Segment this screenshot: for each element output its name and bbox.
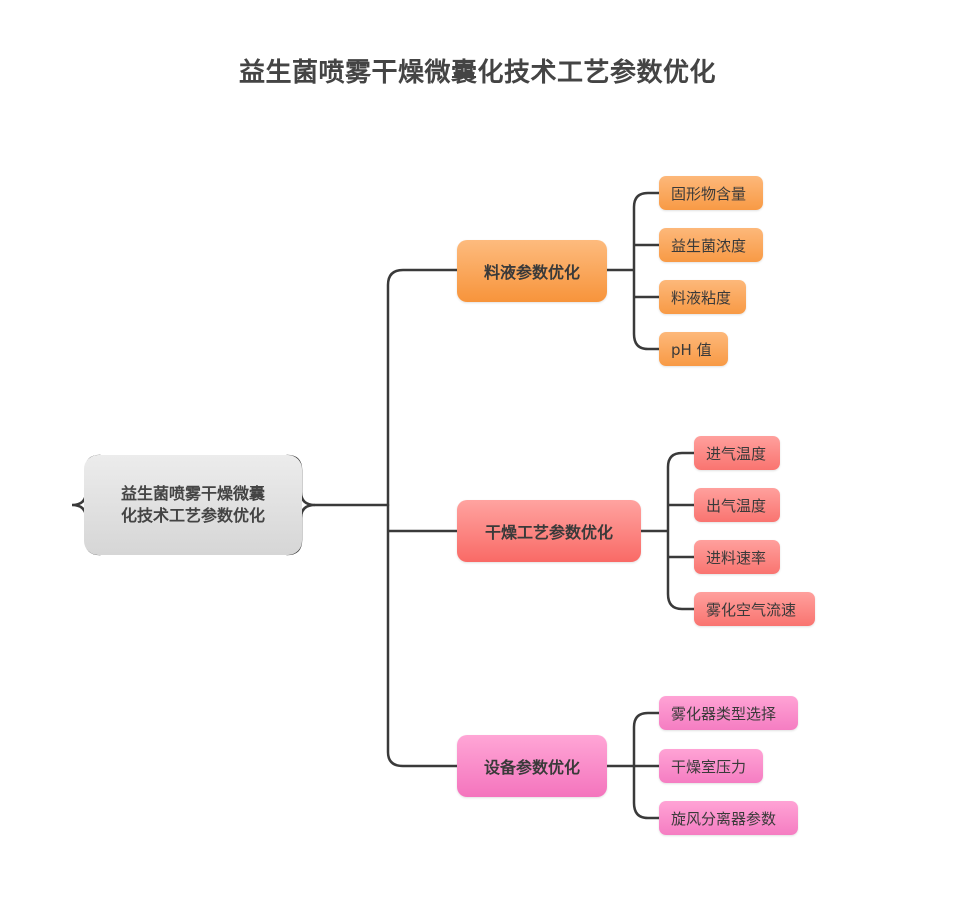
leaf-node[interactable]: 固形物含量 xyxy=(659,176,763,210)
leaf-node[interactable]: pH 值 xyxy=(659,332,728,366)
root-node[interactable]: 益生菌喷雾干燥微囊 化技术工艺参数优化 xyxy=(84,455,302,555)
link-trunk xyxy=(386,268,459,768)
leaf-node[interactable]: 出气温度 xyxy=(694,488,780,522)
branch-label: 料液参数优化 xyxy=(483,263,580,282)
leaf-node[interactable]: 旋风分离器参数 xyxy=(659,801,798,835)
leaf-node[interactable]: 雾化器类型选择 xyxy=(659,696,798,730)
leaf-node[interactable]: 进气温度 xyxy=(694,436,780,470)
leaf-node[interactable]: 雾化空气流速 xyxy=(694,592,815,626)
leaf-label: pH 值 xyxy=(671,340,712,359)
leaf-label: 进气温度 xyxy=(706,444,767,463)
branch-node-drying-process[interactable]: 干燥工艺参数优化 xyxy=(457,500,641,562)
leaf-node[interactable]: 干燥室压力 xyxy=(659,749,763,783)
branch-label: 设备参数优化 xyxy=(483,758,580,777)
root-label-line1: 益生菌喷雾干燥微囊 xyxy=(120,484,265,503)
root-label-line2: 化技术工艺参数优化 xyxy=(120,506,265,525)
branch-node-equipment[interactable]: 设备参数优化 xyxy=(457,735,607,797)
leaf-node[interactable]: 益生菌浓度 xyxy=(659,228,763,262)
leaf-label: 干燥室压力 xyxy=(671,757,747,776)
leaf-label: 雾化器类型选择 xyxy=(671,704,777,723)
branch-node-feed-liquid[interactable]: 料液参数优化 xyxy=(457,240,607,302)
diagram-title: 益生菌喷雾干燥微囊化技术工艺参数优化 xyxy=(238,58,716,88)
leaf-label: 出气温度 xyxy=(706,496,767,515)
leaf-node[interactable]: 料液粘度 xyxy=(659,280,746,314)
leaf-label: 进料速率 xyxy=(706,548,767,567)
leaf-label: 旋风分离器参数 xyxy=(671,809,777,828)
link-branch2 xyxy=(639,451,696,611)
leaf-label: 固形物含量 xyxy=(671,184,747,203)
leaf-label: 料液粘度 xyxy=(671,288,732,307)
leaf-label: 益生菌浓度 xyxy=(671,236,747,255)
branch-label: 干燥工艺参数优化 xyxy=(484,523,613,542)
link-branch1 xyxy=(605,191,661,351)
leaf-label: 雾化空气流速 xyxy=(706,600,797,619)
link-branch3 xyxy=(605,711,661,820)
leaf-node[interactable]: 进料速率 xyxy=(694,540,780,574)
